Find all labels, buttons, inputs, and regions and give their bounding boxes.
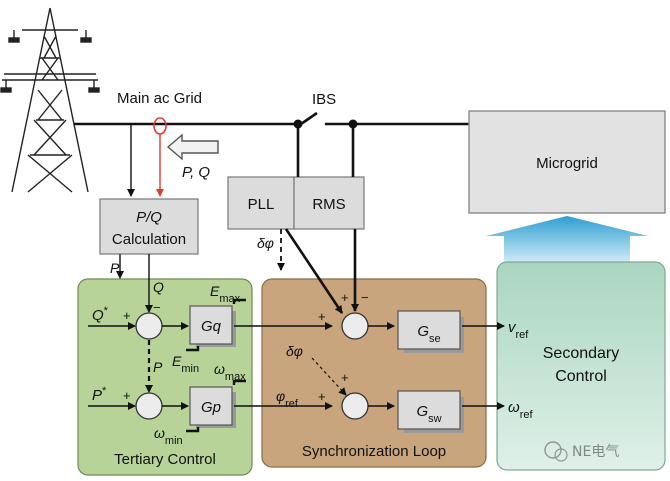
p-ref-label: P*: [92, 385, 107, 404]
sync-upper-plus: +: [341, 290, 349, 305]
gse-label: Gse: [417, 323, 440, 345]
gq-label: Gq: [201, 318, 222, 335]
pq-arrow-label: P, Q: [182, 164, 210, 181]
gq-block: [189, 305, 233, 345]
rms-label: RMS: [312, 196, 345, 213]
microgrid-box: [468, 110, 666, 214]
tertiary-control-title: Tertiary Control: [114, 451, 216, 468]
gp-upper-limit-icon: [232, 379, 246, 385]
v-ref-label: vref: [508, 319, 529, 341]
rms-block: [293, 176, 365, 230]
gsw-label: Gsw: [416, 403, 441, 425]
ibs-label: IBS: [312, 91, 336, 108]
p-summing-junction: [135, 392, 163, 420]
pq-flow-arrow-icon: [166, 133, 219, 161]
phi-ref-label: φref: [276, 388, 299, 410]
pll-label: PLL: [248, 196, 275, 213]
voltage-summing-junction: [341, 312, 369, 340]
pq-calc-line1: P/Q: [136, 209, 162, 226]
phase-summing-junction: [341, 392, 369, 420]
gsw-block: [397, 390, 461, 430]
secondary-control-line2: Control: [555, 368, 607, 385]
pll-to-sum-line: [284, 228, 344, 314]
main-bus-line: [74, 111, 470, 126]
p-mid-label: P: [153, 359, 163, 375]
sync-lower-plus: +: [341, 370, 349, 385]
gp-lower-limit-icon: [186, 427, 200, 433]
gq-upper-limit-icon: [232, 298, 246, 304]
e-max-label: Emax: [210, 283, 241, 305]
secondary-to-microgrid-arrow-icon: [486, 216, 648, 262]
pq-calculation-block: [99, 198, 199, 255]
secondary-control-panel: [496, 261, 666, 471]
q-signal-label: Q: [153, 279, 164, 295]
microgrid-label: Microgrid: [536, 155, 598, 172]
current-sensor-icon: [153, 117, 167, 135]
switch-node-left: [293, 119, 303, 129]
transmission-tower-icon: [0, 7, 100, 193]
gse-block: [397, 310, 461, 350]
watermark-text: NE电气: [572, 444, 619, 460]
w-min-label: ωmin: [154, 425, 183, 447]
sync-delta-phi-label: δφ: [286, 343, 303, 359]
synchronization-loop-title: Synchronization Loop: [302, 443, 446, 460]
switch-node-right: [348, 119, 358, 129]
secondary-control-line1: Secondary: [543, 345, 620, 362]
q-plus-sign: +: [123, 308, 131, 323]
pll-delta-phi-label: δφ: [257, 235, 274, 251]
watermark: NE电气: [544, 441, 619, 462]
pq-calc-line2: Calculation: [112, 231, 186, 248]
synchronization-loop-panel: [261, 278, 487, 468]
q-summing-junction: [135, 312, 163, 340]
p-signal-label: P: [110, 260, 120, 276]
sync-upper-left-plus: +: [318, 309, 326, 324]
q-ref-label: Q*: [92, 305, 109, 324]
gp-label: Gp: [201, 399, 221, 416]
p-plus-sign: +: [123, 388, 131, 403]
gp-block: [189, 386, 233, 426]
sync-upper-minus: −: [361, 290, 369, 305]
gq-lower-limit-icon: [186, 346, 200, 352]
w-ref-label: ωref: [508, 399, 533, 421]
main-grid-label: Main ac Grid: [117, 90, 202, 107]
q-minus-sign: −: [153, 300, 161, 315]
delta-phi-dashed-line: [311, 357, 347, 396]
wechat-logo-icon: [544, 441, 562, 459]
e-min-label: Emin: [172, 353, 199, 375]
sync-lower-left-plus: +: [318, 389, 326, 404]
